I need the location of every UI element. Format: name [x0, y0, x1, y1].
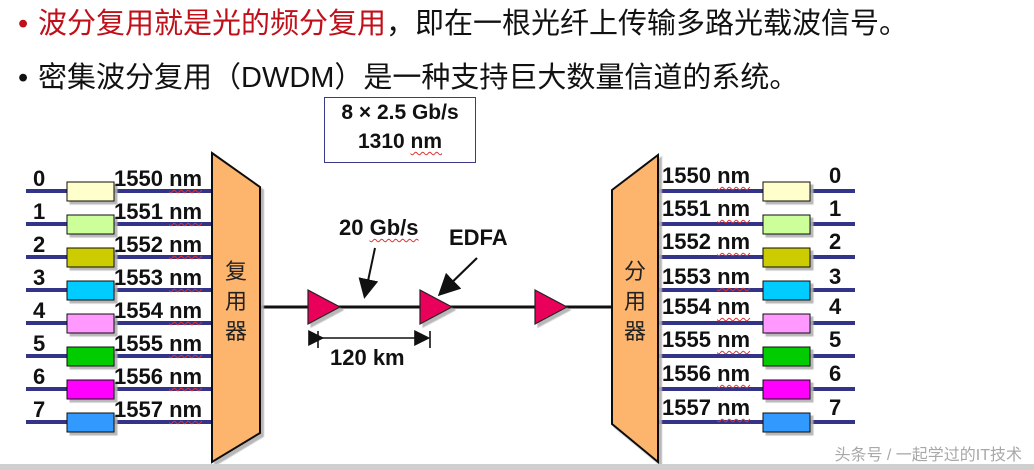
- output-channel-wavelength: 1556 nm: [662, 361, 751, 386]
- bullet-text: 密集波分复用（DWDM）是一种支持巨大数量信道的系统。: [38, 62, 799, 94]
- input-channel-wavelength: 1552 nm: [114, 232, 203, 257]
- output-channel-index: 0: [829, 163, 842, 188]
- output-channel-index: 6: [829, 361, 842, 386]
- input-channel-lines: [26, 189, 215, 424]
- edfa-amplifiers: [307, 289, 569, 325]
- output-channel-lines: [658, 189, 855, 424]
- input-channel-index: 1: [33, 199, 46, 224]
- output-channel-wavelength: 1551 nm: [662, 196, 751, 221]
- demultiplexer-label: 分用器: [623, 260, 646, 345]
- watermark: 头条号 / 一起学过的IT技术: [834, 447, 1022, 464]
- rate-pointer-arrow: [358, 247, 379, 299]
- output-channel-wavelength: 1550 nm: [662, 163, 751, 188]
- input-channel-wavelength: 1556 nm: [114, 364, 203, 389]
- input-channel-lasers: [66, 181, 115, 433]
- multiplexer-label: 复用器: [224, 260, 247, 345]
- input-channel-index: 3: [33, 265, 46, 290]
- output-channel-index: 7: [829, 395, 842, 420]
- output-channel-index: 4: [829, 294, 842, 319]
- input-channel-wavelength: 1554 nm: [114, 298, 203, 323]
- output-channel-receivers: [762, 181, 811, 433]
- input-channel-index: 4: [33, 298, 46, 323]
- edfa-label: EDFA: [449, 225, 508, 250]
- input-channel-wavelength: 1557 nm: [114, 397, 203, 422]
- bullet-wdm-definition: • 波分复用就是光的频分复用，即在一根光纤上传输多路光载波信号。: [18, 6, 908, 42]
- footer-bar: [0, 464, 1034, 470]
- output-channel-index: 1: [829, 196, 842, 221]
- input-channel-wavelength: 1553 nm: [114, 265, 203, 290]
- output-channel-wavelength: 1552 nm: [662, 229, 751, 254]
- demultiplexer-shape: [611, 152, 659, 465]
- fiber-rate-label: 20 Gb/s: [339, 215, 419, 240]
- output-channel-wavelength: 1557 nm: [662, 395, 751, 420]
- input-channel-wavelength: 1550 nm: [114, 166, 203, 191]
- input-channel-wavelength: 1551 nm: [114, 199, 203, 224]
- multiplexer-shape: [211, 151, 261, 464]
- input-wavelength-value: 1310: [357, 130, 411, 153]
- input-channel-index: 0: [33, 166, 46, 191]
- output-channel-wavelength: 1555 nm: [662, 327, 751, 352]
- bullet-dot: •: [18, 62, 29, 94]
- output-channel-index: 2: [829, 229, 842, 254]
- input-channel-index: 2: [33, 232, 46, 257]
- bullet-text: ，即在一根光纤上传输多路光载波信号。: [386, 8, 909, 40]
- input-spec-box: 8 × 2.5 Gb/s 1310 nm: [324, 97, 476, 163]
- output-channel-index: 3: [829, 264, 842, 289]
- input-rate: 8 × 2.5 Gb/s: [341, 101, 459, 124]
- input-wavelength: 1310 nm: [357, 130, 443, 153]
- output-channel-index: 5: [829, 327, 842, 352]
- bullet-dwdm-definition: • 密集波分复用（DWDM）是一种支持巨大数量信道的系统。: [18, 60, 798, 96]
- output-channel-wavelength: 1553 nm: [662, 264, 751, 289]
- bullet-dot: •: [18, 8, 29, 40]
- bullet-highlight: 波分复用就是光的频分复用: [38, 8, 387, 40]
- input-channel-wavelength: 1555 nm: [114, 331, 203, 356]
- input-channel-index: 7: [33, 397, 46, 422]
- output-channel-wavelength: 1554 nm: [662, 294, 751, 319]
- input-channel-index: 5: [33, 331, 46, 356]
- edfa-pointer-arrow: [437, 257, 478, 297]
- span-dimension: [308, 330, 431, 348]
- input-channel-index: 6: [33, 364, 46, 389]
- span-length-label: 120 km: [330, 345, 405, 370]
